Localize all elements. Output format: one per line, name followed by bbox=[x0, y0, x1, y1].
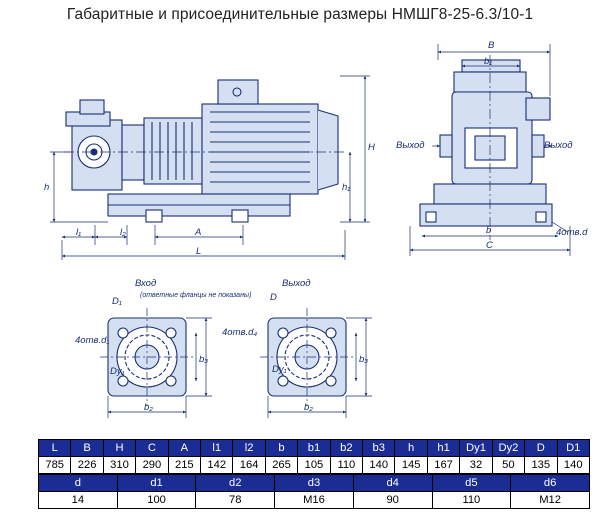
table-cell: 100 bbox=[116, 491, 197, 509]
table-cell: 135 bbox=[524, 456, 558, 474]
table-cell: 226 bbox=[70, 456, 104, 474]
flange-note: (ответные фланцы не показаны) bbox=[140, 292, 251, 299]
dim-label-H: H bbox=[368, 142, 375, 153]
dim-label-b: b bbox=[486, 225, 491, 236]
table-header-cell: d2 bbox=[195, 474, 276, 492]
table-cell: 110 bbox=[431, 491, 512, 509]
outlet-Dy1-label: Dy₁ bbox=[272, 364, 287, 375]
outlet-flange-view bbox=[260, 308, 354, 406]
dim-label-b1: b₁ bbox=[484, 56, 492, 67]
table-header-cell: b3 bbox=[362, 439, 396, 457]
outlet-b3-label: b₃ bbox=[359, 354, 368, 365]
table-header-cell: L bbox=[37, 439, 72, 457]
table-header-cell: Dy1 bbox=[459, 439, 493, 457]
table-header-cell: d3 bbox=[274, 474, 354, 492]
dim-label-A: A bbox=[194, 227, 201, 238]
table-header-cell: d bbox=[38, 474, 118, 492]
table-cell: 14 bbox=[38, 491, 118, 509]
inlet-title: Вход bbox=[135, 278, 156, 289]
dim-label-l2: l₂ bbox=[120, 227, 126, 238]
inlet-flange-labels: Вход 4отв.d₁ D₁ Dy₁ b₂ b₃ bbox=[75, 278, 208, 413]
table-header-cell: d6 bbox=[510, 474, 590, 492]
table-header-cell: d4 bbox=[352, 474, 433, 492]
front-dimensions bbox=[409, 44, 571, 256]
table-cell: 215 bbox=[167, 456, 202, 474]
table-cell: 164 bbox=[232, 456, 266, 474]
outlet-right-label: Выход bbox=[544, 140, 573, 151]
table-cell: 265 bbox=[264, 456, 299, 474]
front-view bbox=[419, 55, 553, 240]
table-header-cell: h1 bbox=[426, 439, 461, 457]
outlet-flange-labels: Выход (ответные фланцы не показаны) 4отв… bbox=[140, 278, 368, 413]
dim-label-l1: l₁ bbox=[76, 227, 81, 238]
front-holes-label: 4отв.d bbox=[556, 227, 588, 238]
table-cell: 110 bbox=[329, 456, 364, 474]
table-header-cell: H bbox=[102, 439, 137, 457]
table-header-cell: A bbox=[167, 439, 202, 457]
dimensions-table-2: d d1 d2 d3 d4 d5 d6 14 100 78 M16 90 110… bbox=[38, 474, 590, 509]
table-header-row: L B H C A l1 l2 b b1 b2 b3 h h1 Dy1 Dy2 … bbox=[37, 439, 590, 457]
outlet-left-label: Выход bbox=[396, 140, 425, 151]
table-header-cell: b2 bbox=[329, 439, 364, 457]
inlet-b3-label: b₃ bbox=[199, 354, 208, 365]
coupling bbox=[143, 117, 203, 185]
table-cell: 50 bbox=[491, 456, 526, 474]
dim-label-L: L bbox=[196, 246, 201, 257]
side-dimension-labels: h h₁ H l₁ l₂ A L bbox=[44, 142, 375, 257]
table-cell: 290 bbox=[135, 456, 169, 474]
dim-label-B: B bbox=[488, 40, 495, 51]
table-cell: 142 bbox=[200, 456, 234, 474]
table-header-cell: D bbox=[524, 439, 558, 457]
table-header-cell: B bbox=[70, 439, 104, 457]
outlet-flange-dimensions bbox=[267, 317, 372, 418]
table-header-cell: D1 bbox=[556, 439, 590, 457]
table-value-row: 785 226 310 290 215 142 164 265 105 110 … bbox=[37, 456, 590, 474]
inlet-Dy1-label: Dy₁ bbox=[110, 366, 125, 377]
table-cell: 167 bbox=[426, 456, 461, 474]
table-header-cell: l2 bbox=[232, 439, 266, 457]
table-cell: 310 bbox=[102, 456, 137, 474]
inlet-D1-label: D₁ bbox=[112, 296, 122, 307]
technical-drawing: h h₁ H l₁ l₂ A L B b₁ b bbox=[44, 40, 588, 418]
side-view bbox=[64, 79, 345, 223]
table-header-cell: Dy2 bbox=[491, 439, 526, 457]
table-header-cell: b bbox=[264, 439, 299, 457]
table-cell: 140 bbox=[556, 456, 590, 474]
table-header-cell: d5 bbox=[431, 474, 512, 492]
base-frame bbox=[107, 193, 291, 223]
page-title: Габаритные и присоединительные размеры Н… bbox=[66, 6, 534, 23]
pump-body bbox=[65, 99, 145, 191]
table-header-cell: C bbox=[135, 439, 169, 457]
dimensions-table-1: L B H C A l1 l2 b b1 b2 b3 h h1 Dy1 Dy2 … bbox=[37, 439, 590, 474]
table-cell: M16 bbox=[274, 491, 354, 509]
table-header-cell: b1 bbox=[297, 439, 331, 457]
outlet-b2-label: b₂ bbox=[304, 402, 313, 413]
table-cell: 145 bbox=[394, 456, 428, 474]
table-cell: 32 bbox=[459, 456, 493, 474]
inlet-holes-label: 4отв.d₁ bbox=[75, 335, 109, 346]
table-header-cell: h bbox=[394, 439, 428, 457]
table-cell: 785 bbox=[37, 456, 72, 474]
dim-label-h1: h₁ bbox=[342, 182, 350, 193]
inlet-b2-label: b₂ bbox=[144, 402, 153, 413]
outlet-D-label: D bbox=[270, 292, 277, 303]
outlet-title: Выход bbox=[282, 278, 311, 289]
side-dimensions bbox=[50, 75, 370, 260]
front-labels: B b₁ b C Выход Выход 4отв.d bbox=[396, 40, 588, 251]
table-cell: M12 bbox=[510, 491, 590, 509]
table-header-cell: d1 bbox=[116, 474, 197, 492]
table-header-cell: l1 bbox=[200, 439, 234, 457]
table-cell: 140 bbox=[362, 456, 396, 474]
table-cell: 78 bbox=[195, 491, 276, 509]
outlet-holes-label: 4отв.d₄ bbox=[222, 327, 257, 338]
table-cell: 105 bbox=[297, 456, 331, 474]
dim-label-C: C bbox=[486, 240, 493, 251]
motor bbox=[201, 79, 339, 195]
table-cell: 90 bbox=[352, 491, 433, 509]
inlet-flange-dimensions bbox=[107, 317, 212, 418]
dim-label-h: h bbox=[44, 182, 49, 193]
inlet-flange-view bbox=[100, 308, 194, 406]
table-header-row: d d1 d2 d3 d4 d5 d6 bbox=[38, 474, 590, 492]
table-value-row: 14 100 78 M16 90 110 M12 bbox=[38, 491, 590, 509]
